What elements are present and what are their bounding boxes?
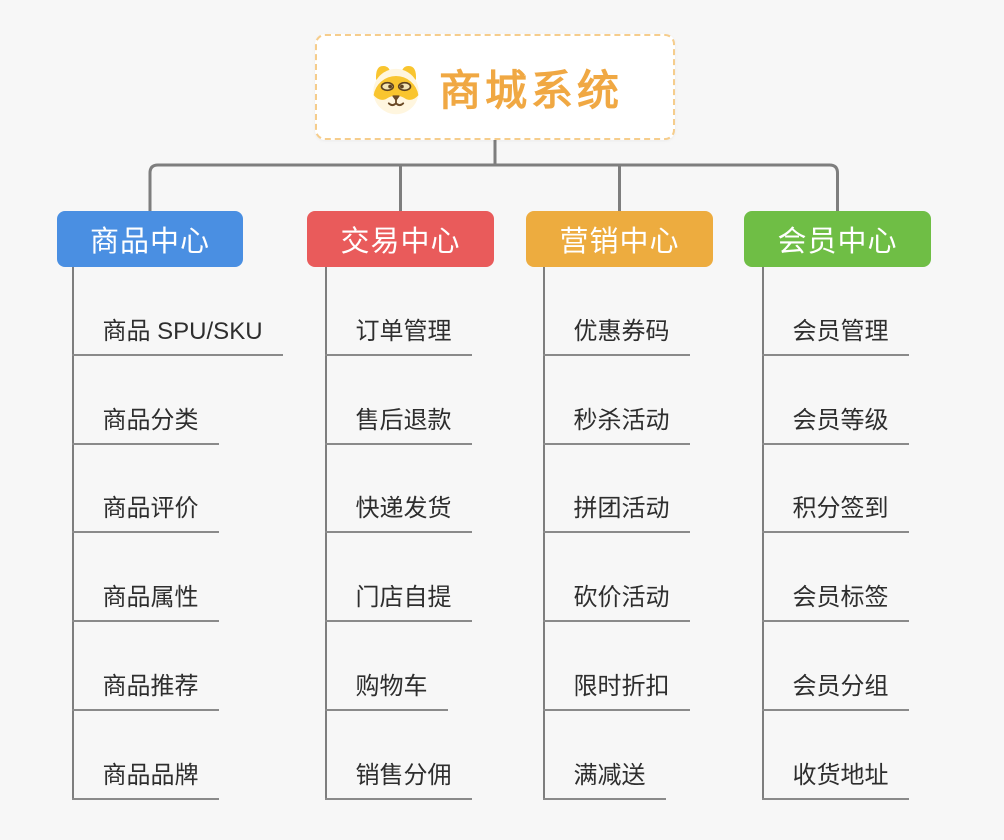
- leaf-node[interactable]: 会员等级: [761, 356, 909, 445]
- leaf-label: 商品 SPU/SKU: [71, 311, 283, 356]
- leaf-node[interactable]: 销售分佣: [324, 711, 472, 800]
- leaf-label: 商品分类: [71, 400, 219, 445]
- leaf-label: 优惠券码: [542, 311, 690, 356]
- leaf-node[interactable]: 砍价活动: [542, 533, 690, 623]
- leaf-node[interactable]: 会员标签: [761, 533, 909, 623]
- branch-node-product[interactable]: 商品中心: [57, 211, 243, 267]
- leaf-label: 订单管理: [324, 311, 472, 356]
- leaf-node[interactable]: 商品推荐: [71, 622, 219, 712]
- branch-node-marketing[interactable]: 营销中心: [526, 211, 713, 267]
- leaf-label: 商品推荐: [71, 666, 219, 712]
- leaf-node[interactable]: 门店自提: [324, 533, 472, 623]
- branch-node-trade[interactable]: 交易中心: [307, 211, 494, 267]
- branch-label: 交易中心: [340, 226, 461, 258]
- leaf-node[interactable]: 快递发货: [324, 445, 472, 534]
- leaf-node[interactable]: 会员管理: [761, 267, 909, 356]
- leaf-node[interactable]: 商品属性: [71, 533, 219, 623]
- branch-children-product: 商品 SPU/SKU 商品分类 商品评价 商品属性 商品推荐 商品品牌: [71, 267, 283, 800]
- leaf-label: 商品评价: [71, 488, 219, 534]
- leaf-label: 秒杀活动: [542, 400, 690, 445]
- leaf-node[interactable]: 满减送: [542, 711, 666, 800]
- leaf-label: 会员等级: [761, 400, 909, 445]
- leaf-node[interactable]: 商品品牌: [71, 711, 219, 800]
- leaf-node[interactable]: 积分签到: [761, 445, 909, 534]
- branch-label: 会员中心: [777, 226, 898, 258]
- leaf-node[interactable]: 商品评价: [71, 445, 219, 534]
- leaf-node[interactable]: 商品分类: [71, 356, 219, 445]
- leaf-label: 会员分组: [761, 666, 909, 712]
- leaf-label: 购物车: [324, 666, 448, 712]
- leaf-node[interactable]: 收货地址: [761, 711, 909, 800]
- leaf-node[interactable]: 会员分组: [761, 622, 909, 712]
- leaf-node[interactable]: 优惠券码: [542, 267, 690, 356]
- leaf-label: 售后退款: [324, 400, 472, 445]
- leaf-label: 收货地址: [761, 755, 909, 800]
- branch-children-member: 会员管理 会员等级 积分签到 会员标签 会员分组 收货地址: [761, 267, 909, 800]
- leaf-label: 快递发货: [324, 488, 472, 534]
- leaf-label: 会员管理: [761, 311, 909, 356]
- leaf-label: 会员标签: [761, 577, 909, 623]
- leaf-label: 门店自提: [324, 577, 472, 623]
- leaf-label: 商品属性: [71, 577, 219, 623]
- branch-bus-line: [148, 163, 839, 211]
- leaf-label: 拼团活动: [542, 488, 690, 534]
- branch-label: 营销中心: [559, 226, 680, 258]
- root-title: 商城系统: [438, 66, 623, 114]
- leaf-node[interactable]: 商品 SPU/SKU: [71, 267, 283, 356]
- leaf-node[interactable]: 购物车: [324, 622, 448, 712]
- leaf-label: 满减送: [542, 755, 666, 800]
- leaf-label: 积分签到: [761, 488, 909, 534]
- leaf-label: 商品品牌: [71, 755, 219, 800]
- leaf-node[interactable]: 订单管理: [324, 267, 472, 356]
- leaf-label: 销售分佣: [324, 755, 472, 800]
- leaf-node[interactable]: 限时折扣: [542, 622, 690, 712]
- branch-node-member[interactable]: 会员中心: [744, 211, 931, 267]
- leaf-node[interactable]: 秒杀活动: [542, 356, 690, 445]
- root-node[interactable]: 商城系统: [315, 34, 675, 140]
- branch-children-marketing: 优惠券码 秒杀活动 拼团活动 砍价活动 限时折扣 满减送: [542, 267, 690, 800]
- dog-face-icon: [373, 65, 419, 115]
- leaf-node[interactable]: 售后退款: [324, 356, 472, 445]
- branch-label: 商品中心: [89, 226, 210, 258]
- branch-children-trade: 订单管理 售后退款 快递发货 门店自提 购物车 销售分佣: [324, 267, 472, 800]
- leaf-label: 限时折扣: [542, 666, 690, 712]
- leaf-label: 砍价活动: [542, 577, 690, 623]
- leaf-node[interactable]: 拼团活动: [542, 445, 690, 534]
